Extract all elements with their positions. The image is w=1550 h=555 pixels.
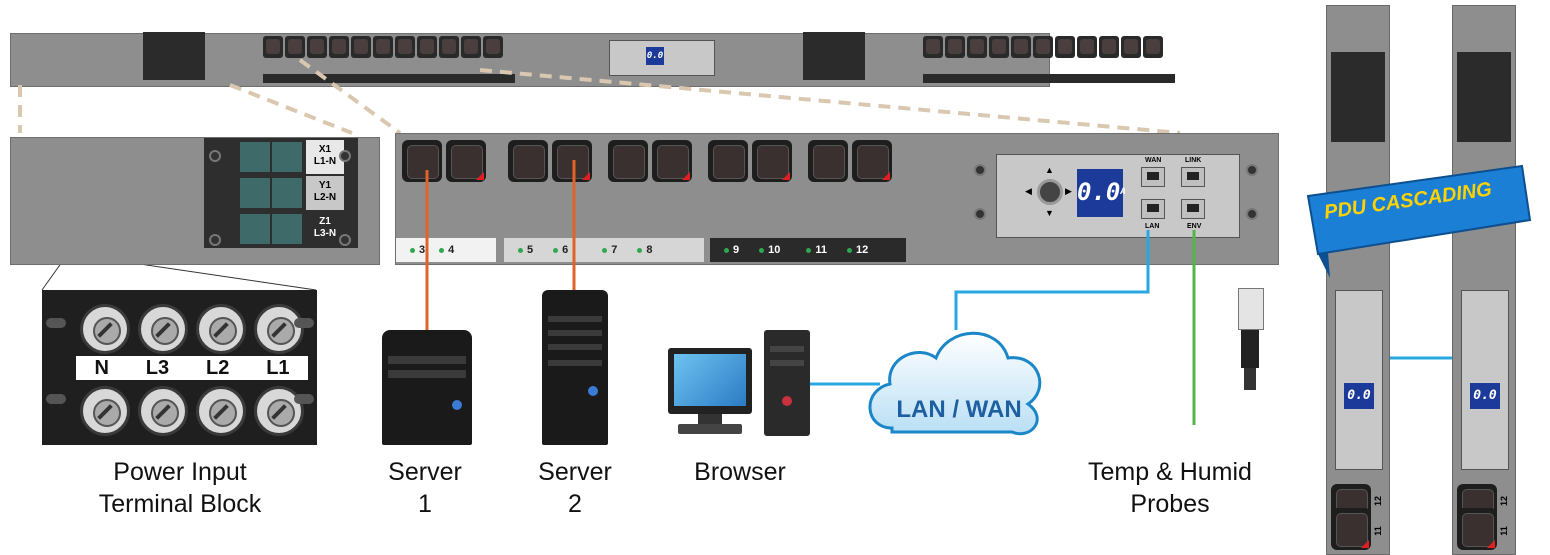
pdu2-outlet[interactable] bbox=[1457, 508, 1497, 550]
pdu-overview-strip: 0.0 bbox=[10, 32, 1175, 87]
terminal-l3-label: L3 bbox=[145, 356, 170, 379]
navigation-joystick[interactable] bbox=[1037, 179, 1063, 205]
overview-breaker-block bbox=[143, 32, 205, 80]
terminal-block: N L3 L2 L1 bbox=[42, 290, 317, 445]
port-link-label: LINK bbox=[1185, 157, 1202, 164]
nav-arrow-right-icon: ▶ bbox=[1065, 186, 1072, 196]
outlet-c13[interactable] bbox=[708, 140, 748, 182]
breaker-z1-label: Z1 L3-N bbox=[306, 212, 344, 246]
pdu1-label-11: 11 bbox=[1372, 526, 1383, 536]
pdu2-label-11: 11 bbox=[1498, 526, 1509, 536]
overview-number-strip-2 bbox=[923, 74, 1175, 83]
caption-terminal-block: Power Input Terminal Block bbox=[98, 458, 262, 518]
port-link[interactable] bbox=[1181, 167, 1205, 187]
breaker-block: X1 L1-N Y1 L2-N Z1 L3-N bbox=[204, 138, 358, 248]
pdu2-label-12: 12 bbox=[1499, 495, 1510, 507]
overview-breaker-block-2 bbox=[803, 32, 865, 80]
cloud-label: LAN / WAN bbox=[896, 396, 1022, 423]
port-wan-label: WAN bbox=[1145, 157, 1162, 164]
outlet-c13[interactable] bbox=[808, 140, 848, 182]
current-display-unit: A bbox=[1120, 187, 1126, 197]
server-1-icon bbox=[382, 330, 472, 445]
port-env[interactable] bbox=[1181, 199, 1205, 219]
caption-browser: Browser bbox=[694, 458, 786, 486]
pdu2-display: 0.0 bbox=[1470, 383, 1500, 409]
overview-control-module: 0.0 bbox=[609, 40, 715, 76]
outlet-number-strip-1: 3 4 bbox=[396, 238, 496, 262]
control-module: ▲ ▼ ◀ ▶ 0.0A WAN LINK LAN ENV bbox=[996, 154, 1240, 238]
outlet-number-strip-3: 9 10 11 12 bbox=[710, 238, 906, 262]
outlet-c13[interactable] bbox=[752, 140, 792, 182]
caption-server-2: Server 2 bbox=[538, 458, 612, 518]
port-lan-label: LAN bbox=[1145, 223, 1160, 230]
breaker-y1[interactable]: Y1 L2-N bbox=[210, 176, 350, 212]
breaker-panel: X1 L1-N Y1 L2-N Z1 L3-N bbox=[10, 137, 380, 265]
outlet-c13[interactable] bbox=[852, 140, 892, 182]
outlet-c13[interactable] bbox=[446, 140, 486, 182]
temp-humid-probe-icon bbox=[1238, 288, 1264, 398]
port-wan[interactable] bbox=[1141, 167, 1165, 187]
nav-arrow-left-icon: ◀ bbox=[1025, 186, 1032, 196]
cloud-icon bbox=[868, 331, 1042, 436]
nav-arrow-up-icon: ▲ bbox=[1045, 165, 1054, 175]
browser-pc-icon bbox=[668, 330, 813, 440]
outlet-c13[interactable] bbox=[508, 140, 548, 182]
overview-outlet-group-1 bbox=[263, 36, 513, 64]
terminal-l1-label: L1 bbox=[266, 356, 290, 379]
terminal-n-label: N bbox=[94, 356, 109, 379]
outlet-c13[interactable] bbox=[402, 140, 442, 182]
overview-outlet-group-2 bbox=[923, 36, 1173, 64]
outlet-c13[interactable] bbox=[652, 140, 692, 182]
outlet-panel: 3 4 5 6 7 8 9 10 11 12 ▲ ▼ ◀ ▶ 0.0A WAN … bbox=[395, 133, 1279, 265]
caption-server-1: Server 1 bbox=[388, 458, 462, 518]
server-2-icon bbox=[542, 290, 608, 445]
lan-cable bbox=[954, 230, 1150, 330]
pdu1-label-12: 12 bbox=[1373, 495, 1384, 507]
outlet-c13[interactable] bbox=[608, 140, 648, 182]
pdu-cascading-banner bbox=[1306, 164, 1532, 278]
outlet-number-strip-2: 5 6 7 8 bbox=[504, 238, 704, 262]
breaker-y1-label: Y1 L2-N bbox=[306, 176, 344, 210]
breaker-x1[interactable]: X1 L1-N bbox=[210, 140, 350, 176]
current-display: 0.0A bbox=[1077, 169, 1126, 217]
terminal-l2-label: L2 bbox=[205, 356, 230, 379]
pdu1-outlet[interactable] bbox=[1331, 508, 1371, 550]
breaker-z1[interactable]: Z1 L3-N bbox=[210, 212, 350, 248]
vertical-pdu-2: 0.0 12 11 bbox=[1452, 5, 1516, 555]
port-lan[interactable] bbox=[1141, 199, 1165, 219]
port-env-label: ENV bbox=[1187, 223, 1202, 230]
pdu1-display: 0.0 bbox=[1344, 383, 1374, 409]
vertical-pdu-1: 0.0 12 11 bbox=[1326, 5, 1390, 555]
terminal-label-bar: N L3 L2 L1 bbox=[76, 356, 308, 380]
overview-number-strip-1 bbox=[263, 74, 515, 83]
current-display-value: 0.0 bbox=[1077, 178, 1121, 206]
breaker-x1-label: X1 L1-N bbox=[306, 140, 344, 174]
nav-arrow-down-icon: ▼ bbox=[1045, 208, 1054, 218]
caption-probes: Temp & Humid Probes bbox=[1088, 458, 1252, 518]
